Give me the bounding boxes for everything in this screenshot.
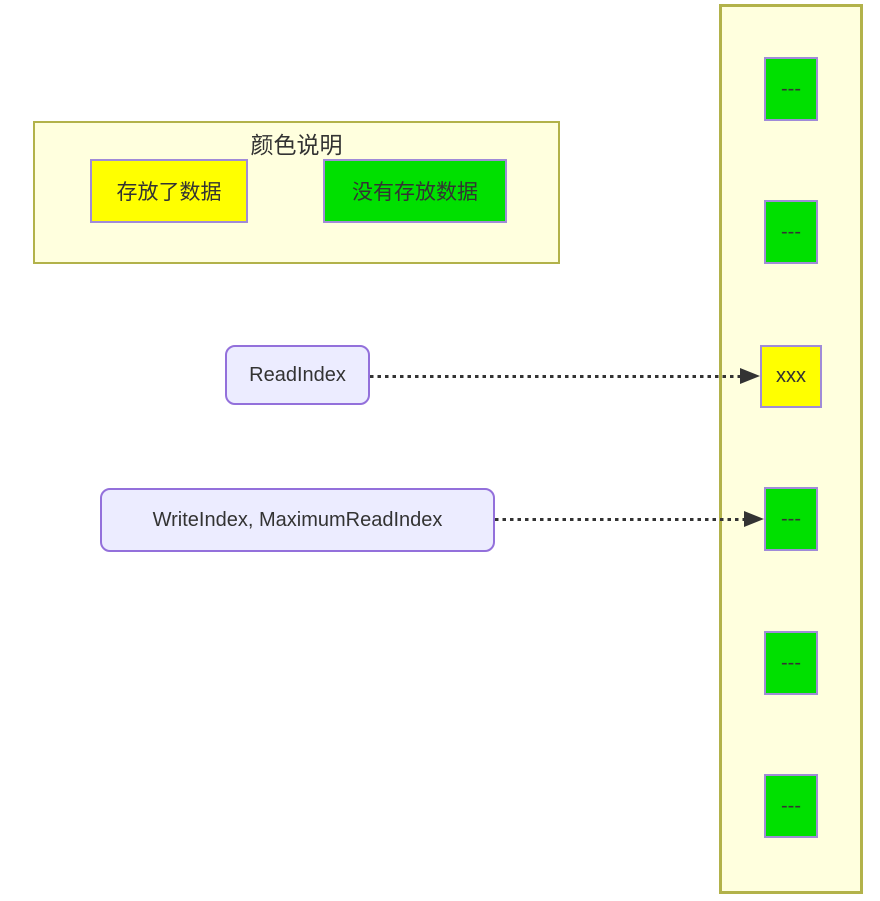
write-index-node: WriteIndex, MaximumReadIndex <box>100 488 495 552</box>
legend-box: 颜色说明 存放了数据 没有存放数据 <box>33 121 560 264</box>
legend-swatch-empty-label: 没有存放数据 <box>352 181 478 204</box>
buffer-cell-text: --- <box>781 651 801 674</box>
buffer-cell: --- <box>764 774 818 838</box>
read-index-label: ReadIndex <box>249 363 346 386</box>
buffer-cell-read-target: xxx <box>760 345 822 408</box>
write-index-label: WriteIndex, MaximumReadIndex <box>152 508 443 531</box>
write-index-arrowhead-icon <box>744 511 764 527</box>
buffer-cell-text: --- <box>781 220 801 243</box>
read-index-node: ReadIndex <box>225 345 370 405</box>
buffer-column: --- --- xxx --- --- --- <box>719 4 863 894</box>
buffer-cell-write-target: --- <box>764 487 818 551</box>
buffer-cell: --- <box>764 631 818 695</box>
read-index-arrowhead-icon <box>740 368 760 384</box>
legend-swatch-empty: 没有存放数据 <box>323 159 507 223</box>
buffer-cell-text: --- <box>781 794 801 817</box>
buffer-cell: --- <box>764 57 818 121</box>
buffer-cell: --- <box>764 200 818 264</box>
buffer-cell-text: --- <box>781 77 801 100</box>
write-index-arrow-line <box>495 518 744 521</box>
buffer-cell-text: --- <box>781 507 801 530</box>
legend-title: 颜色说明 <box>250 132 343 158</box>
read-index-arrow-line <box>370 375 740 378</box>
buffer-cell-text: xxx <box>776 365 806 387</box>
legend-swatch-filled-label: 存放了数据 <box>116 181 222 204</box>
legend-swatch-filled: 存放了数据 <box>90 159 248 223</box>
